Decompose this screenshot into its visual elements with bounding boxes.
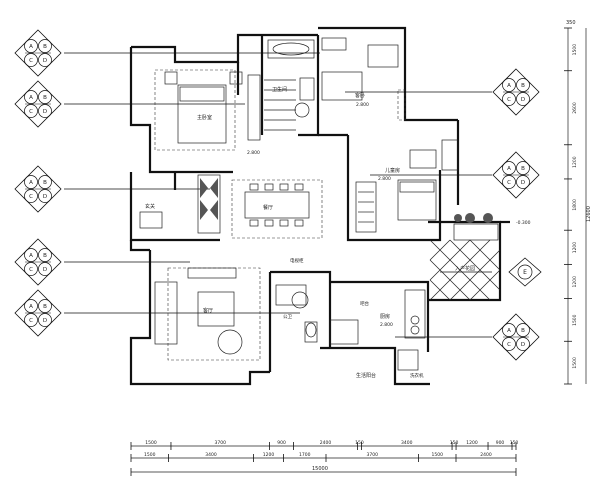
index-letter: B bbox=[43, 95, 47, 101]
bottom-dim-value: 2400 bbox=[480, 452, 492, 458]
bottom-dim-value: 900 bbox=[277, 440, 286, 446]
ch-kitchen: 2.800 bbox=[380, 322, 393, 328]
index-letter: A bbox=[29, 95, 33, 101]
label-bathroom: 卫生间 bbox=[272, 86, 287, 93]
index-letter: B bbox=[43, 44, 47, 50]
index-symbol: A B C D bbox=[492, 68, 540, 116]
index-letter: A bbox=[29, 44, 33, 50]
right-index-symbols: A B C D A B C D A B C D E bbox=[492, 68, 542, 361]
bottom-dim-value: 3700 bbox=[215, 440, 227, 446]
index-letter: A bbox=[507, 166, 511, 172]
bottom-dim-value: 1500 bbox=[144, 452, 156, 458]
label-washer: 洗衣机 bbox=[410, 372, 424, 379]
right-dim-value: 1500 bbox=[572, 44, 578, 56]
index-symbol: A B C D bbox=[14, 80, 62, 128]
label-living: 客厅 bbox=[203, 307, 213, 314]
index-letter: B bbox=[43, 304, 47, 310]
index-letter: A bbox=[507, 83, 511, 89]
label-kitchen: 厨房 bbox=[380, 313, 390, 320]
bottom-dim-value: 2400 bbox=[320, 440, 332, 446]
right-dim-value: 1200 bbox=[572, 242, 578, 254]
index-letter: A bbox=[29, 253, 33, 259]
index-symbol: A B C D bbox=[14, 289, 62, 337]
bottom-dim-value: 1200 bbox=[466, 440, 478, 446]
index-symbol: A B C D bbox=[14, 165, 62, 213]
ceiling-heights: 2.800 2.800 2.800 2.800 -0.300 bbox=[247, 102, 531, 328]
index-letter: C bbox=[507, 97, 511, 103]
right-dim-value: 1800 bbox=[572, 199, 578, 211]
ch-terrace: -0.300 bbox=[516, 220, 531, 226]
index-letter: B bbox=[521, 83, 525, 89]
index-symbol: A B C D bbox=[492, 151, 540, 199]
bottom-dim-value: 3700 bbox=[367, 452, 379, 458]
bottom-dim-value: 1200 bbox=[263, 452, 275, 458]
top-dim-label: 350 bbox=[566, 20, 576, 26]
index-letter: D bbox=[521, 97, 525, 103]
index-letter: B bbox=[521, 328, 525, 334]
right-dim-value: 1200 bbox=[572, 156, 578, 168]
index-letter: C bbox=[29, 58, 33, 64]
index-symbol: A B C D bbox=[492, 313, 540, 361]
section-symbol-label: E bbox=[523, 269, 527, 276]
index-letter: C bbox=[29, 318, 33, 324]
label-public-bath: 公卫 bbox=[283, 314, 292, 320]
index-letter: C bbox=[29, 194, 33, 200]
index-letter: C bbox=[29, 267, 33, 273]
index-symbol: A B C D bbox=[14, 29, 62, 77]
index-letter: D bbox=[43, 267, 47, 273]
bottom-dim-value: 150 bbox=[355, 440, 364, 446]
right-dim-value: 1200 bbox=[572, 276, 578, 288]
index-letter: A bbox=[29, 180, 33, 186]
furniture bbox=[139, 37, 501, 371]
index-letter: D bbox=[521, 342, 525, 348]
bottom-dim-value: 150 bbox=[510, 440, 519, 446]
index-letter: C bbox=[507, 342, 511, 348]
section-symbol-e: E bbox=[508, 257, 542, 287]
label-entry: 玄关 bbox=[145, 203, 155, 210]
index-letter: B bbox=[521, 166, 525, 172]
index-letter: B bbox=[43, 180, 47, 186]
bottom-dim-value: 150 bbox=[450, 440, 459, 446]
right-dim-value: 1500 bbox=[572, 357, 578, 369]
label-terrace: 入户花园 bbox=[455, 265, 475, 272]
bottom-dim-value: 1700 bbox=[299, 452, 311, 458]
ch-children: 2.800 bbox=[378, 176, 391, 182]
walls bbox=[129, 26, 510, 386]
index-letter: A bbox=[507, 328, 511, 334]
index-letter: C bbox=[29, 109, 33, 115]
room-labels: 主卧室 卫生间 客卧 儿童房 餐厅 客厅 厨房 玄关 生活阳台 入户花园 公卫 … bbox=[145, 86, 475, 379]
label-balcony: 生活阳台 bbox=[356, 372, 376, 379]
index-symbol: A B C D bbox=[14, 238, 62, 286]
index-letter: D bbox=[43, 109, 47, 115]
right-dim-total: 12600 bbox=[586, 206, 592, 222]
label-dining: 餐厅 bbox=[263, 204, 273, 211]
ch-master: 2.800 bbox=[247, 150, 260, 156]
bottom-dim-value: 3400 bbox=[205, 452, 217, 458]
ch-second: 2.800 bbox=[356, 102, 369, 108]
index-letter: D bbox=[43, 58, 47, 64]
right-dim-value: 1500 bbox=[572, 314, 578, 326]
label-counter: 吧台 bbox=[360, 300, 369, 307]
index-letter: C bbox=[507, 180, 511, 186]
label-master-bedroom: 主卧室 bbox=[197, 114, 212, 121]
bottom-dim-value: 3400 bbox=[401, 440, 413, 446]
bottom-dim-value: 1500 bbox=[145, 440, 157, 446]
index-letter: D bbox=[521, 180, 525, 186]
right-dimension-chain: 1500 2600 1200 1800 1200 1200 1500 1500 350 126… bbox=[564, 20, 592, 385]
left-index-symbols: A B C D A B C D A B C D A B C D A B C D bbox=[14, 29, 62, 337]
label-cabinet: 电视柜 bbox=[290, 257, 304, 264]
index-letter: D bbox=[43, 318, 47, 324]
index-letter: A bbox=[29, 304, 33, 310]
bottom-dim-value: 900 bbox=[496, 440, 505, 446]
label-children-room: 儿童房 bbox=[385, 167, 400, 174]
index-letter: D bbox=[43, 194, 47, 200]
index-letter: B bbox=[43, 253, 47, 259]
bottom-dim-value: 1500 bbox=[432, 452, 444, 458]
bottom-dim-total: 15000 bbox=[312, 466, 328, 472]
label-second-bedroom: 客卧 bbox=[355, 92, 365, 99]
right-dim-value: 2600 bbox=[572, 102, 578, 114]
